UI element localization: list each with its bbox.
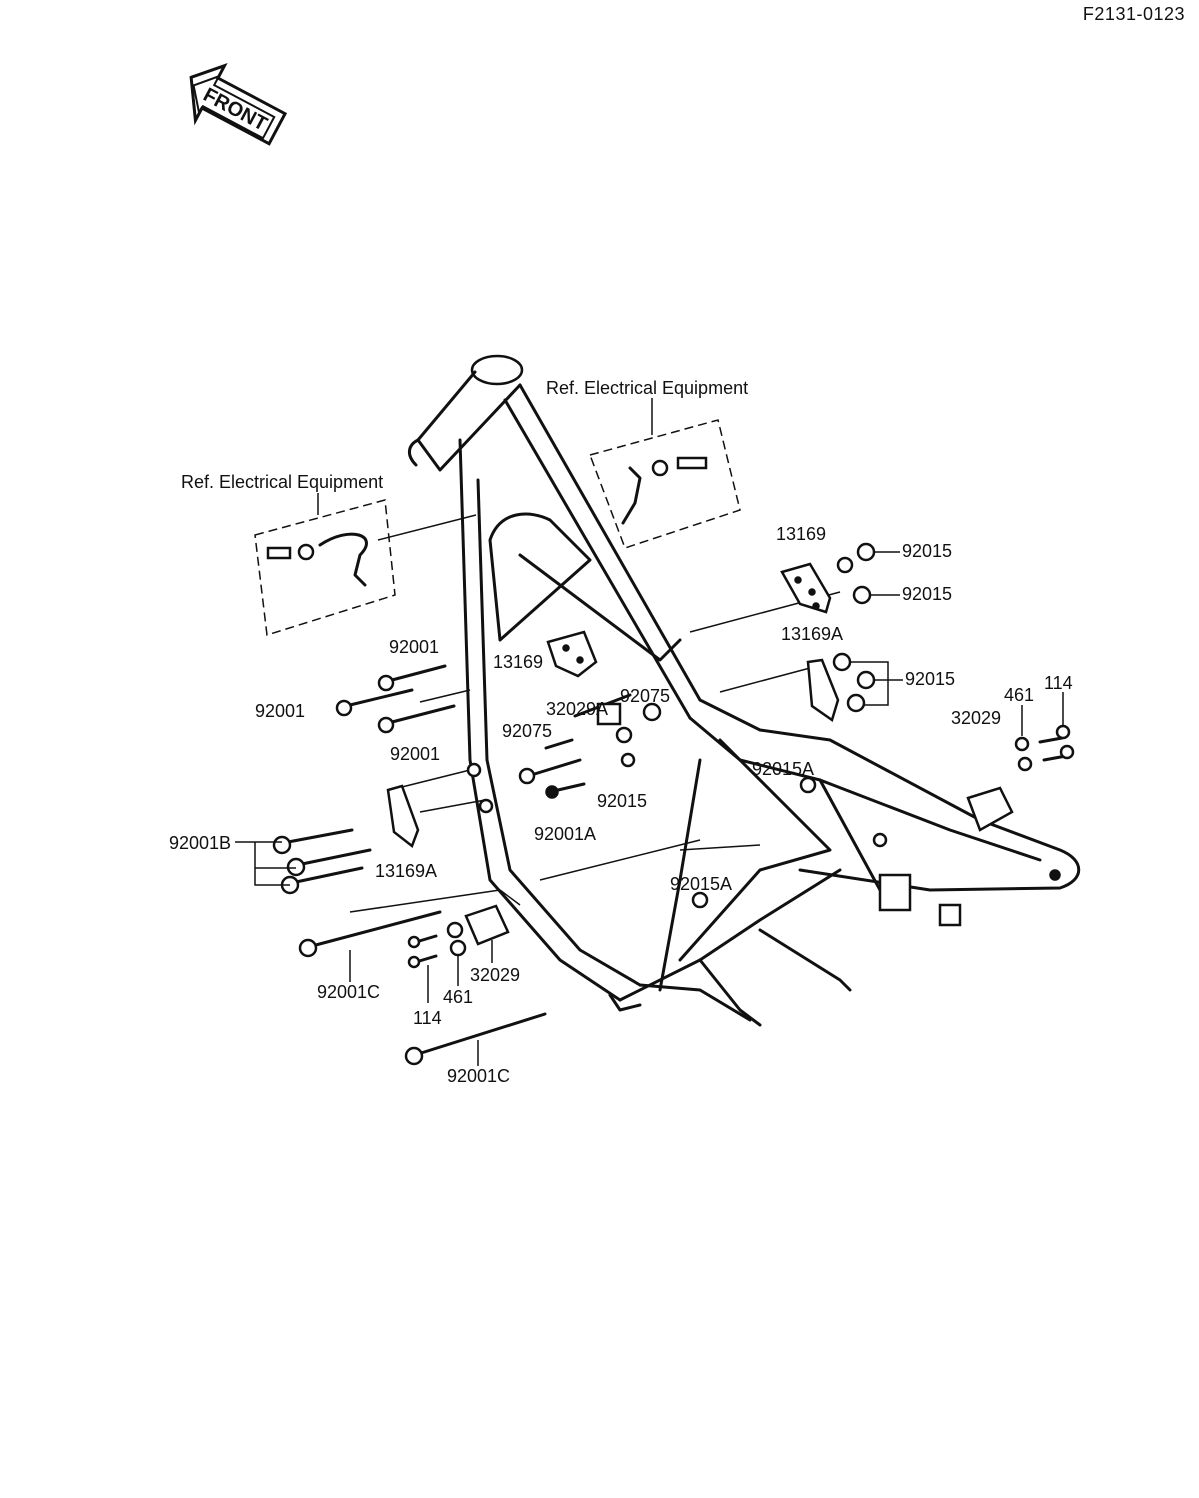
plate-13169A-right — [806, 658, 840, 723]
label-92001C-b: 92001C — [447, 1066, 511, 1086]
front-arrow-icon: FRONT — [189, 62, 288, 146]
ref-electrical-top: Ref. Electrical Equipment — [546, 378, 749, 398]
label-92015-a: 92015 — [902, 541, 953, 561]
label-114-right: 114 — [1044, 673, 1073, 693]
label-13169-mid: 13169 — [493, 652, 544, 672]
label-92001-top: 92001 — [389, 637, 440, 657]
label-92001B: 92001B — [169, 833, 232, 853]
plate-32029-right — [966, 786, 1014, 832]
ref-clip-left — [318, 532, 368, 587]
label-13169-top: 13169 — [776, 524, 827, 544]
label-92075-a: 92075 — [620, 686, 671, 706]
steering-head — [470, 354, 524, 386]
label-92015A-right: 92015A — [752, 759, 815, 779]
label-92015A-low: 92015A — [670, 874, 733, 894]
label-32029A: 32029A — [546, 699, 609, 719]
label-92015-b: 92015 — [902, 584, 953, 604]
ref-box-top — [589, 419, 741, 549]
label-32029-right: 32029 — [951, 708, 1002, 728]
ref-electrical-left: Ref. Electrical Equipment — [181, 472, 384, 492]
plate-13169-mid — [546, 630, 598, 678]
ref-box-left — [254, 499, 396, 636]
label-92015-d: 92015 — [597, 791, 648, 811]
label-92075-b: 92075 — [502, 721, 553, 741]
label-13169A-left: 13169A — [375, 861, 438, 881]
label-92001A: 92001A — [534, 824, 597, 844]
label-461-right: 461 — [1004, 685, 1035, 705]
plate-13169-top — [780, 562, 832, 614]
label-92015-c: 92015 — [905, 669, 956, 689]
label-32029-low: 32029 — [470, 965, 521, 985]
label-92001-mid: 92001 — [255, 701, 306, 721]
label-92001-low: 92001 — [390, 744, 441, 764]
label-114-low: 114 — [413, 1008, 442, 1028]
label-13169A-right: 13169A — [781, 624, 844, 644]
ref-clip-top — [621, 466, 642, 525]
plate-13169A-left — [386, 784, 420, 849]
label-461-low: 461 — [443, 987, 474, 1007]
plate-32029-low — [464, 904, 510, 946]
label-92001C-a: 92001C — [317, 982, 381, 1002]
document-code: F2131-0123 — [1082, 4, 1185, 24]
